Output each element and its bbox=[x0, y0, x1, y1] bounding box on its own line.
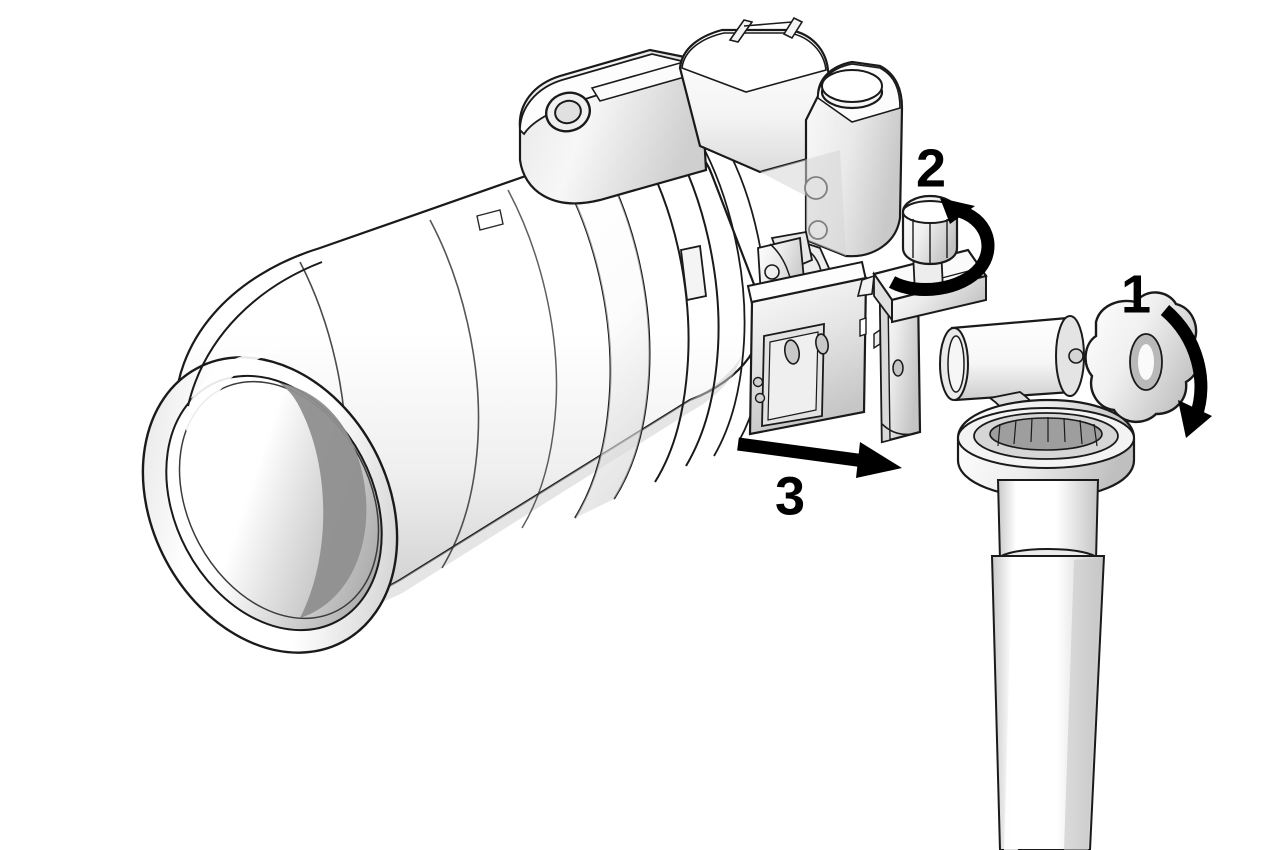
tripod-center-column bbox=[990, 479, 1106, 850]
callout-3-label: 3 bbox=[775, 466, 805, 526]
bracket-lower-lip bbox=[881, 423, 915, 436]
zoom-ring[interactable] bbox=[639, 140, 720, 483]
gimbal-axis bbox=[939, 315, 1085, 402]
barrel-contour-2 bbox=[429, 219, 480, 569]
eyepiece-inner bbox=[554, 99, 582, 125]
viewfinder-eyepiece bbox=[545, 91, 591, 133]
telephoto-lens bbox=[141, 138, 768, 654]
callout-2-label: 2 bbox=[916, 138, 946, 198]
collar-foot-pivot bbox=[764, 264, 780, 280]
lens-hood bbox=[141, 351, 399, 654]
bracket-side-notch bbox=[873, 328, 881, 350]
bracket-hole bbox=[892, 359, 904, 377]
lens-switch-panel[interactable] bbox=[680, 244, 707, 302]
hood-to-barrel-edge bbox=[187, 261, 323, 407]
callout-2-arrowhead bbox=[940, 198, 975, 224]
hot-shoe bbox=[728, 16, 804, 43]
camera-front-shading bbox=[760, 150, 846, 256]
focus-ring-fill bbox=[560, 158, 650, 518]
tilt-lock-knob-recess-highlight bbox=[1138, 344, 1154, 380]
mode-dial-top bbox=[821, 69, 883, 103]
quick-release-plate[interactable] bbox=[746, 260, 868, 436]
mount-ring-1 bbox=[699, 140, 746, 457]
lens-interior-shadow bbox=[279, 383, 367, 618]
callout-2-arrow-loop bbox=[888, 203, 995, 297]
tripod-head bbox=[856, 194, 1201, 500]
hood-rim-highlight bbox=[182, 351, 278, 444]
gimbal-axis-cap-left-inner bbox=[947, 335, 965, 393]
callout-1-label: 1 bbox=[1121, 264, 1151, 324]
focus-ring[interactable] bbox=[559, 157, 651, 519]
plate-fastener-a bbox=[752, 376, 764, 388]
gimbal-axis-center-pin bbox=[1068, 348, 1084, 364]
callout-1-arrow-curve bbox=[1160, 305, 1208, 419]
pan-base-knurl-ticks bbox=[997, 417, 1098, 447]
column-shadow-right bbox=[1064, 558, 1100, 850]
hot-shoe-bridge bbox=[743, 21, 793, 27]
plate-fastener-b bbox=[754, 392, 766, 404]
callout-1-group: 1 bbox=[1121, 264, 1212, 438]
mode-dial[interactable] bbox=[820, 69, 884, 110]
pan-base-bore bbox=[989, 417, 1103, 451]
zoom-ring-edge-b bbox=[671, 140, 720, 467]
hot-shoe-rail-right bbox=[782, 16, 804, 40]
callout-3-arrowhead bbox=[856, 442, 902, 478]
callout-3-arrow-shaft bbox=[737, 437, 873, 469]
qr-plate-right-notch bbox=[859, 317, 867, 337]
barrel-contour-3 bbox=[507, 189, 558, 529]
gimbal-axis-cylinder bbox=[950, 316, 1074, 402]
callout-2-group: 2 bbox=[888, 138, 995, 297]
clamp-jaw-hook bbox=[856, 274, 875, 297]
pan-base-ring[interactable] bbox=[956, 398, 1136, 500]
column-highlight bbox=[1004, 566, 1026, 850]
clamp-knob[interactable] bbox=[901, 194, 959, 296]
qr-plate-slot-inner bbox=[767, 331, 819, 421]
camera-body bbox=[518, 16, 904, 287]
switch-panel-body bbox=[680, 244, 707, 302]
callout-1-arrowhead bbox=[1178, 400, 1212, 438]
zoom-ring-edge-a bbox=[639, 147, 690, 483]
callout-3-group: 3 bbox=[737, 437, 902, 526]
barrel-detail-notch bbox=[476, 209, 504, 231]
clamp-bracket-front-face bbox=[879, 297, 891, 443]
plate-screw-hole-2 bbox=[815, 333, 829, 355]
plate-screw-hole-1 bbox=[783, 339, 801, 365]
